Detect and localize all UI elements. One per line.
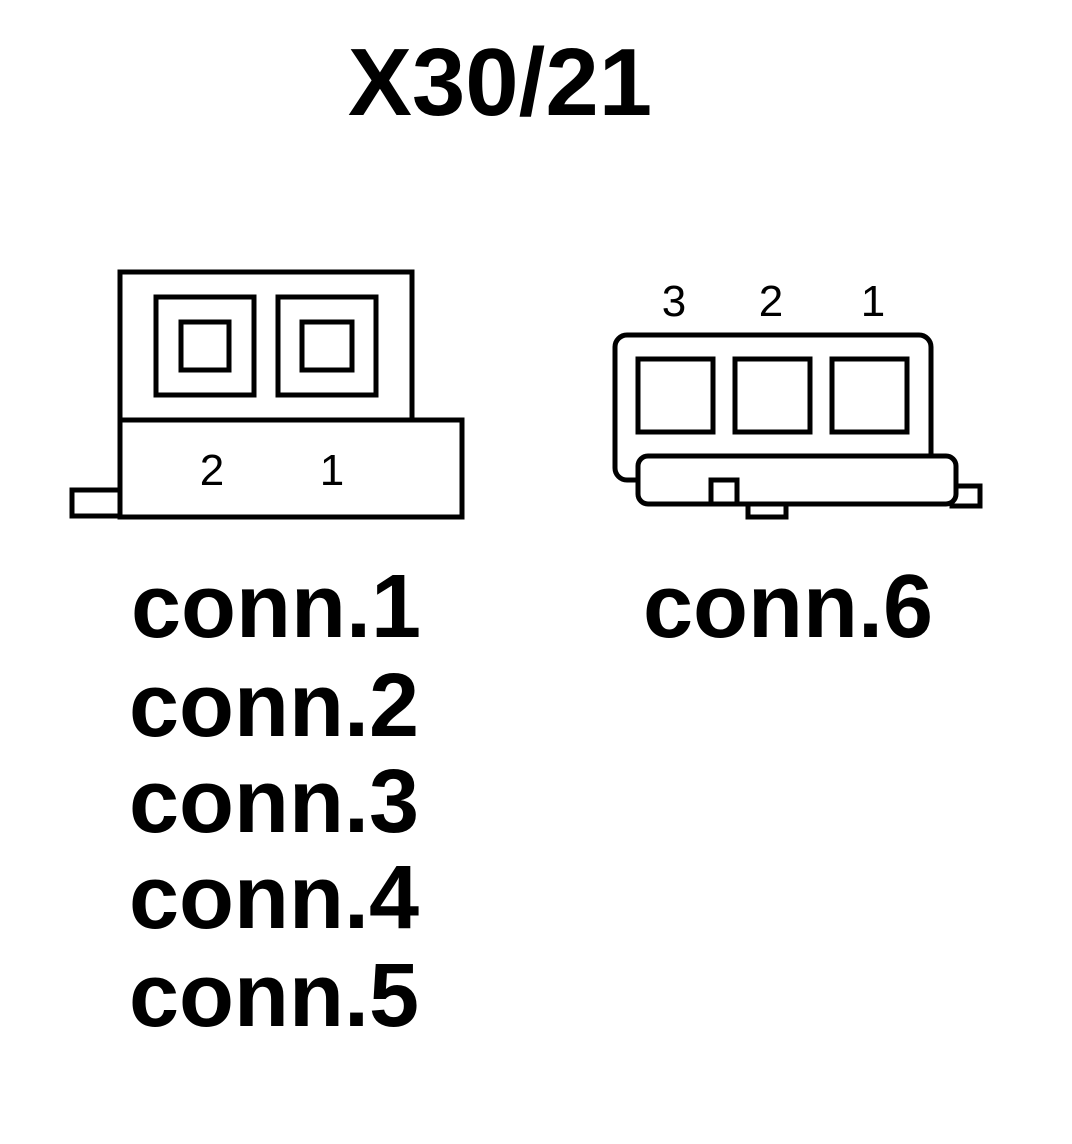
right-connector-lock-bar — [635, 453, 959, 507]
left-connector-lower-body — [117, 417, 465, 520]
left-pin-label: 2 — [200, 446, 224, 495]
right-pin-label: 1 — [861, 277, 885, 326]
diagram-title: X30/21 — [348, 29, 652, 136]
connector-name: conn.6 — [643, 557, 933, 657]
connector-name: conn.1 — [131, 557, 421, 657]
right-connector-lock-notch — [708, 477, 740, 507]
connector-name: conn.5 — [129, 946, 419, 1046]
left-pin-label: 1 — [320, 446, 344, 495]
right-pin-label: 3 — [662, 277, 686, 326]
left-connector-drawing: 2 1 — [69, 269, 465, 520]
left-pin-terminal-1 — [299, 319, 355, 373]
right-pin-cavity-2 — [732, 356, 813, 435]
right-connector-drawing: 3 2 1 — [612, 277, 983, 520]
left-pin-terminal-2 — [178, 319, 232, 373]
right-pin-cavity-1 — [829, 356, 910, 435]
right-pin-cavity-3 — [635, 356, 716, 435]
connector-name: conn.4 — [129, 848, 419, 948]
connector-name: conn.3 — [129, 752, 419, 852]
connector-name: conn.2 — [129, 656, 419, 756]
left-connector-tab — [69, 487, 127, 519]
right-pin-label: 2 — [759, 277, 783, 326]
